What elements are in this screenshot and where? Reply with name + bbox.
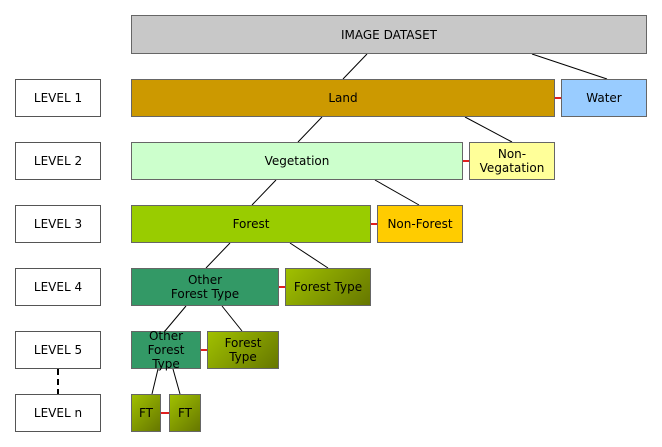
node-ft-2: FT <box>169 394 201 432</box>
node-other-forest-type-l4: Other Forest Type <box>131 268 279 306</box>
node-image-dataset: IMAGE DATASET <box>131 15 647 54</box>
edge-root-land <box>342 53 368 80</box>
node-forest: Forest <box>131 205 371 243</box>
node-forest-type-l4: Forest Type <box>285 268 371 306</box>
level-label-4: LEVEL 4 <box>15 268 101 306</box>
level-label-5: LEVEL 5 <box>15 331 101 369</box>
node-other-forest-type-l5: Other Forest Type <box>131 329 201 371</box>
edge-otherft-ft5 <box>221 305 243 332</box>
edge-land-vegetation <box>297 116 323 143</box>
edge-otherft5-ft1 <box>151 368 159 395</box>
edge-otherft-otherft5 <box>164 305 187 332</box>
node-forest-type-l5: Forest Type <box>207 331 279 369</box>
level-label-2: LEVEL 2 <box>15 142 101 180</box>
node-land: Land <box>131 79 555 117</box>
edge-forest-ft <box>289 242 329 269</box>
node-non-forest: Non-Forest <box>377 205 463 243</box>
edge-vegetation-nonforest <box>374 179 420 206</box>
level-label-1: LEVEL 1 <box>15 79 101 117</box>
edge-otherft5-ft2 <box>172 368 181 395</box>
node-water: Water <box>561 79 647 117</box>
level-label-3: LEVEL 3 <box>15 205 101 243</box>
node-ft-1: FT <box>131 394 161 432</box>
node-vegetation: Vegetation <box>131 142 463 180</box>
edge-vegetation-forest <box>251 179 277 206</box>
edge-root-water <box>531 53 608 80</box>
edge-land-nonveg <box>464 116 513 143</box>
level-label-n: LEVEL n <box>15 394 101 432</box>
node-non-vegetation: Non- Vegatation <box>469 142 555 180</box>
edge-forest-otherft <box>205 242 231 269</box>
